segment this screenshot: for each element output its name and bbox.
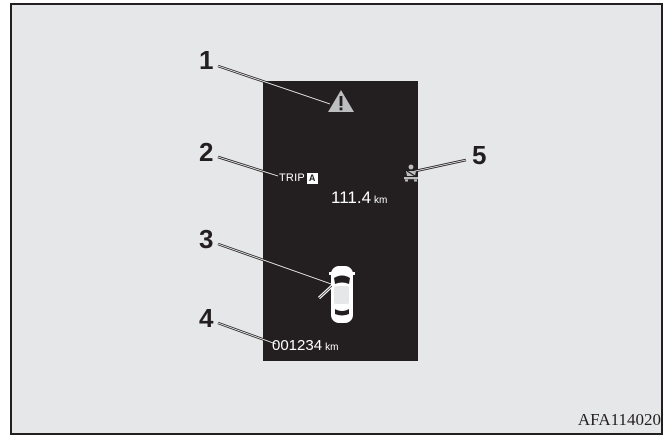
- trip-badge: A: [307, 173, 318, 184]
- trip-distance-unit: km: [374, 195, 387, 206]
- trip-distance-value: 111.4: [331, 188, 371, 207]
- odometer-value: 001234: [272, 337, 322, 354]
- leader-4-highlight: [218, 323, 276, 344]
- callout-4: 4: [199, 305, 213, 331]
- leader-2-highlight: [218, 157, 278, 176]
- callout-3: 3: [199, 226, 213, 252]
- callout-2: 2: [199, 139, 213, 165]
- callout-5: 5: [472, 142, 486, 168]
- trip-text: TRIP: [279, 172, 305, 184]
- seatbelt-reminder-icon: [403, 164, 419, 182]
- warning-triangle-icon: [326, 88, 356, 114]
- callout-1: 1: [199, 47, 213, 73]
- leader-5-highlight: [411, 160, 466, 172]
- figure-code: AFA114020: [578, 410, 661, 430]
- leader-1-highlight: [218, 66, 330, 104]
- car-door-open-icon: [315, 264, 359, 326]
- odometer-unit: km: [325, 342, 338, 353]
